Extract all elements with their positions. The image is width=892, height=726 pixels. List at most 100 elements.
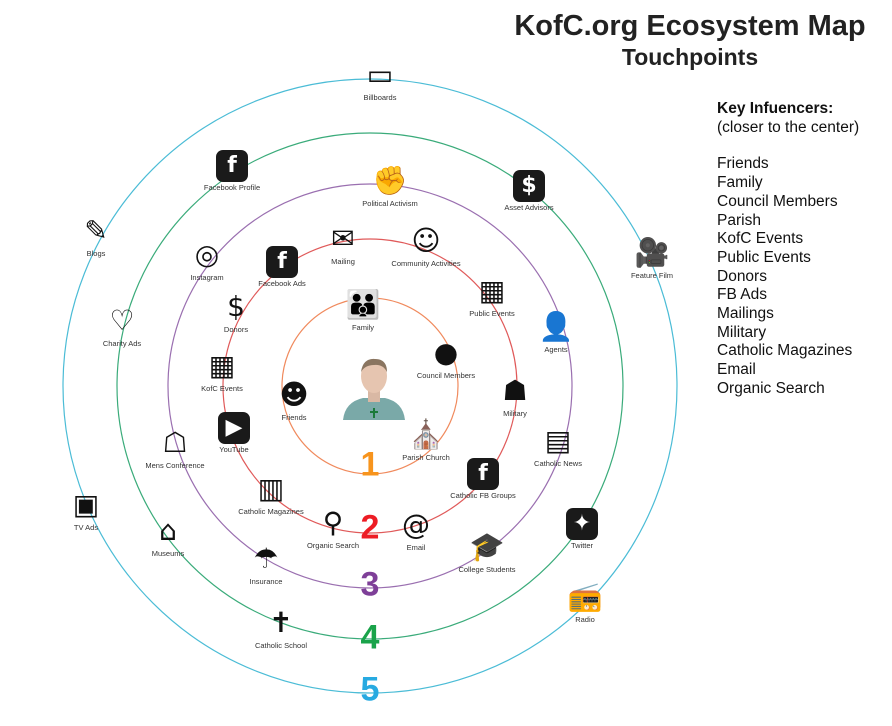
page-subtitle: Touchpoints	[621, 44, 759, 70]
touchpoint-label: Twitter	[570, 541, 594, 550]
ring-2	[222, 238, 518, 534]
touchpoint-tv-ads: ▣ TV Ads	[26, 488, 146, 533]
instagram-icon: ◎	[194, 238, 220, 271]
touchpoint-label: Political Activism	[362, 199, 418, 208]
ring-number-5: 5	[360, 670, 380, 709]
radio-icon: 📻	[567, 580, 603, 613]
touchpoint-label: Insurance	[249, 577, 283, 586]
key-item: Friends	[717, 155, 769, 173]
key-item: KofC Events	[717, 230, 804, 248]
key-item: Family	[717, 174, 763, 192]
touchpoint-label: Asset Advisors	[504, 203, 554, 212]
tv-icon: ▣	[72, 488, 100, 521]
touchpoint-catholic-magazines: ▥ Catholic Magazines	[211, 472, 331, 517]
touchpoint-label: KofC Events	[201, 384, 243, 393]
touchpoint-label: Radio	[575, 615, 595, 624]
ring-1	[281, 297, 459, 475]
touchpoint-billboards: ▭Billboards	[320, 58, 440, 103]
ring-4	[116, 132, 624, 640]
touchpoint-parish-church: ⛪ Parish Church	[366, 418, 486, 463]
key-item: Parish	[717, 211, 761, 229]
touchpoint-label: Military	[503, 409, 527, 418]
touchpoint-label: Agents	[544, 345, 568, 354]
ring-number-4: 4	[360, 618, 380, 657]
protest-icon: ✊	[372, 164, 408, 197]
touchpoint-family: 👪Family	[303, 288, 423, 333]
heart-hand-icon: ♡	[109, 304, 135, 337]
church-icon: ⛪	[408, 418, 444, 451]
touchpoint-council-members: ●Council Members	[386, 336, 506, 381]
key-influencers-panel: Key Infuencers: (closer to the center) F…	[717, 100, 859, 399]
blog-icon: ✎	[84, 214, 108, 247]
school-chapel-icon: ✝	[269, 606, 293, 639]
touchpoint-college-students: 🎓College Students	[427, 530, 547, 575]
community-icon: ☺	[411, 224, 441, 257]
calendar-icon: ▦	[478, 274, 506, 307]
touchpoint-donors: $ Donors	[176, 290, 296, 335]
touchpoint-charity-ads: ♡ Charity Ads	[62, 304, 182, 349]
touchpoint-agents: 👤 Agents	[496, 310, 616, 355]
youtube-icon: ▶	[218, 412, 250, 444]
touchpoint-label: Instagram	[190, 273, 224, 282]
touchpoint-label: Donors	[223, 325, 249, 334]
touchpoint-label: Mailing	[331, 257, 355, 266]
key-item: Donors	[717, 267, 767, 285]
friends-icon: ☻	[279, 378, 309, 411]
soldier-icon: ☗	[502, 374, 528, 407]
facebook-megaphone-icon: f	[467, 458, 499, 490]
touchpoint-label: Blogs	[86, 249, 106, 258]
touchpoint-label: Friends	[281, 413, 307, 422]
touchpoint-mens-conference: ☖Mens Conference	[115, 426, 235, 471]
touchpoint-label: Council Members	[416, 371, 476, 380]
touchpoint-feature-film: 🎥Feature Film	[592, 236, 712, 281]
umbrella-family-icon: ☂	[253, 542, 279, 575]
key-heading: Key Infuencers:	[717, 100, 834, 117]
touchpoint-kofc-events: ▦ KofC Events	[162, 349, 282, 394]
conference-icon: ☖	[162, 426, 188, 459]
key-item: Public Events	[717, 248, 811, 266]
touchpoint-label: Catholic FB Groups	[450, 491, 516, 500]
touchpoint-label: Email	[406, 543, 426, 552]
page-title: KofC.org Ecosystem Map	[514, 10, 866, 42]
touchpoint-political-activism: ✊ Political Activism	[330, 164, 450, 209]
email-icon: @	[402, 508, 430, 541]
touchpoint-insurance: ☂ Insurance	[206, 542, 326, 587]
touchpoint-label: YouTube	[219, 445, 249, 454]
touchpoint-mailing: ✉Mailing	[283, 222, 403, 267]
facebook-megaphone-icon: f	[266, 246, 298, 278]
touchpoint-instagram: ◎ Instagram	[147, 238, 267, 283]
touchpoint-label: Parish Church	[402, 453, 450, 462]
ring-number-2: 2	[360, 508, 380, 547]
touchpoint-label: Facebook Profile	[203, 183, 261, 192]
touchpoint-organic-search: ⚲Organic Search	[273, 506, 393, 551]
touchpoint-label: Organic Search	[306, 541, 360, 550]
advisor-desk-icon: $	[513, 170, 545, 202]
touchpoint-email: @ Email	[356, 508, 476, 553]
ring-5	[62, 78, 678, 694]
touchpoint-label: TV Ads	[73, 523, 99, 532]
touchpoint-label: Family	[351, 323, 375, 332]
touchpoint-catholic-school: ✝Catholic School	[221, 606, 341, 651]
touchpoint-military: ☗ Military	[455, 374, 575, 419]
billboard-icon: ▭	[366, 58, 394, 91]
calendar-icon: ▦	[208, 349, 236, 382]
touchpoint-label: Catholic Magazines	[238, 507, 304, 516]
touchpoint-radio: 📻 Radio	[525, 580, 645, 625]
ring-number-3: 3	[360, 565, 380, 604]
key-item: Council Members	[717, 192, 838, 210]
donation-hand-icon: $	[227, 290, 245, 323]
touchpoint-label: Public Events	[469, 309, 515, 318]
touchpoint-public-events: ▦ Public Events	[432, 274, 552, 319]
touchpoint-label: Feature Film	[630, 271, 674, 280]
touchpoint-label: Community Activities	[391, 259, 461, 268]
touchpoint-label: Catholic News	[534, 459, 582, 468]
agent-icon: 👤	[538, 310, 574, 343]
touchpoint-twitter: ✦Twitter	[522, 508, 642, 550]
newspaper-icon: ▤	[544, 424, 572, 457]
facebook-megaphone-icon: f	[216, 150, 248, 182]
magazine-icon: ▥	[257, 472, 285, 505]
touchpoint-label: Charity Ads	[102, 339, 142, 348]
